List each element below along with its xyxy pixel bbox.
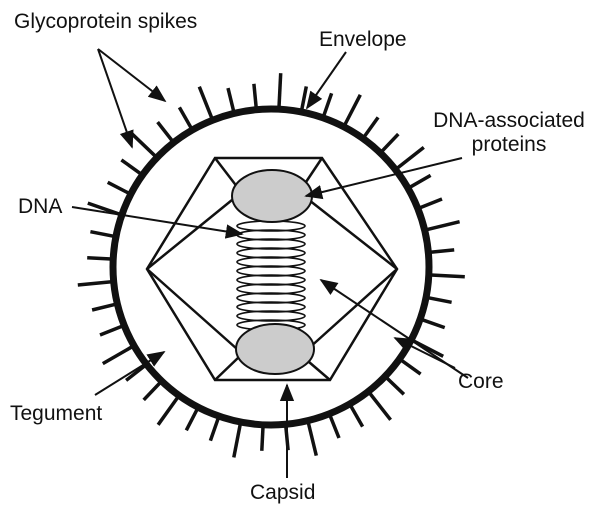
label-dna-associated-proteins-line1: DNA-associated — [420, 109, 598, 133]
glycoprotein-spike — [428, 298, 452, 303]
glycoprotein-spike — [186, 409, 197, 430]
glycoprotein-spike — [431, 275, 465, 277]
label-core: Core — [458, 370, 504, 394]
glycoprotein-spike — [131, 133, 156, 157]
glycoprotein-spike — [330, 416, 339, 438]
glycoprotein-spike — [279, 73, 281, 107]
glycoprotein-spike — [262, 427, 263, 451]
glycoprotein-spike — [158, 397, 178, 425]
glycoprotein-spike — [92, 304, 115, 310]
glycoprotein-spike — [401, 360, 421, 374]
glycoprotein-spike — [324, 93, 332, 116]
glycoprotein-spike — [382, 134, 399, 151]
glycoprotein-spike — [234, 424, 241, 457]
label-dna-associated-proteins-line2: proteins — [420, 133, 598, 157]
glycoprotein-spike — [345, 95, 361, 125]
glycoprotein-spike — [158, 122, 173, 141]
glycoprotein-spike — [100, 326, 122, 335]
glycoprotein-spike — [90, 232, 114, 237]
pointer-glycoprotein-spikes-2 — [98, 49, 132, 147]
label-envelope: Envelope — [319, 28, 407, 52]
glycoprotein-spike — [427, 222, 460, 230]
glycoprotein-spike — [199, 87, 212, 119]
glycoprotein-spike — [108, 182, 129, 193]
glycoprotein-spike — [78, 282, 112, 285]
label-tegument: Tegument — [10, 402, 102, 426]
dna-associated-protein-bottom — [236, 324, 314, 374]
dna-associated-protein-top — [232, 170, 312, 222]
glycoprotein-spike — [121, 160, 140, 174]
label-glycoprotein-spikes: Glycoprotein spikes — [14, 10, 197, 34]
glycoprotein-spike — [103, 347, 132, 364]
glycoprotein-spike — [210, 418, 218, 441]
glycoprotein-spike — [254, 84, 256, 108]
label-dna: DNA — [18, 195, 62, 219]
glycoprotein-spike — [410, 175, 431, 187]
glycoprotein-spike — [144, 383, 161, 400]
glycoprotein-spike — [228, 88, 234, 111]
glycoprotein-spike — [87, 258, 111, 259]
glycoprotein-spike — [420, 199, 442, 208]
label-capsid: Capsid — [250, 481, 315, 505]
glycoprotein-spike — [422, 320, 445, 328]
glycoprotein-spike — [351, 406, 363, 427]
glycoprotein-spike — [364, 117, 378, 136]
glycoprotein-spike — [430, 250, 454, 252]
glycoprotein-spike — [179, 107, 191, 128]
glycoprotein-spike — [302, 86, 307, 110]
glycoprotein-spike — [387, 378, 404, 395]
glycoprotein-spike — [370, 393, 391, 420]
pointer-envelope — [307, 52, 346, 108]
glycoprotein-spike — [308, 423, 316, 456]
